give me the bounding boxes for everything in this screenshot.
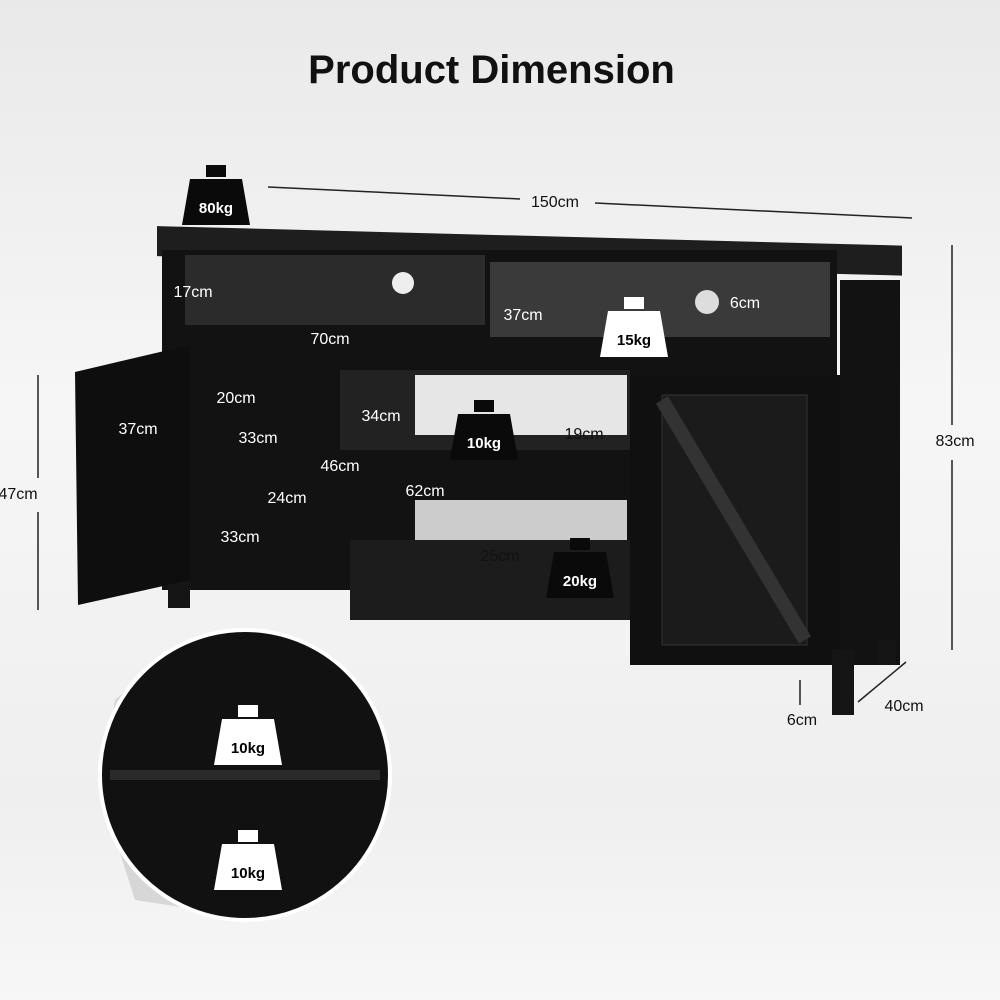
middle-width-label: 62cm [405,483,445,500]
middle-depth-label: 34cm [361,408,401,425]
weight-icon-middle-shelf: 10kg [446,398,522,462]
middle-height-label: 19cm [564,426,604,443]
cable-hole-label: 6cm [729,295,761,312]
top-shelf-width-label: 70cm [310,331,350,348]
weight-icon-bottom-shelf: 20kg [542,536,618,600]
width-label: 150cm [530,194,580,211]
cabinet-width-label: 33cm [238,430,278,447]
dimension-lines [37,186,953,705]
cabinet-shelf-height-label: 20cm [216,390,256,407]
bottom-height-label: 25cm [480,548,520,565]
top-shelf-depth-label: 37cm [503,307,543,324]
middle-total-height-label: 46cm [320,458,360,475]
top-shelf-height-label: 17cm [173,284,213,301]
weight-icon-inset-upper: 10kg [210,703,286,767]
door-depth-label: 37cm [118,421,158,438]
cabinet-lower-height-label: 24cm [267,490,307,507]
depth-label: 40cm [884,698,924,715]
leg-height-label: 6cm [786,712,818,729]
door-height-label: 47cm [0,486,38,503]
weight-icon-top: 80kg [178,163,254,227]
height-label: 83cm [935,433,975,450]
weight-icon-top-shelf: 15kg [596,295,672,359]
page-title: Product Dimension [308,48,675,92]
tv-stand [75,226,902,922]
weight-icon-inset-lower: 10kg [210,828,286,892]
cabinet-lower-depth-label: 33cm [220,529,260,546]
